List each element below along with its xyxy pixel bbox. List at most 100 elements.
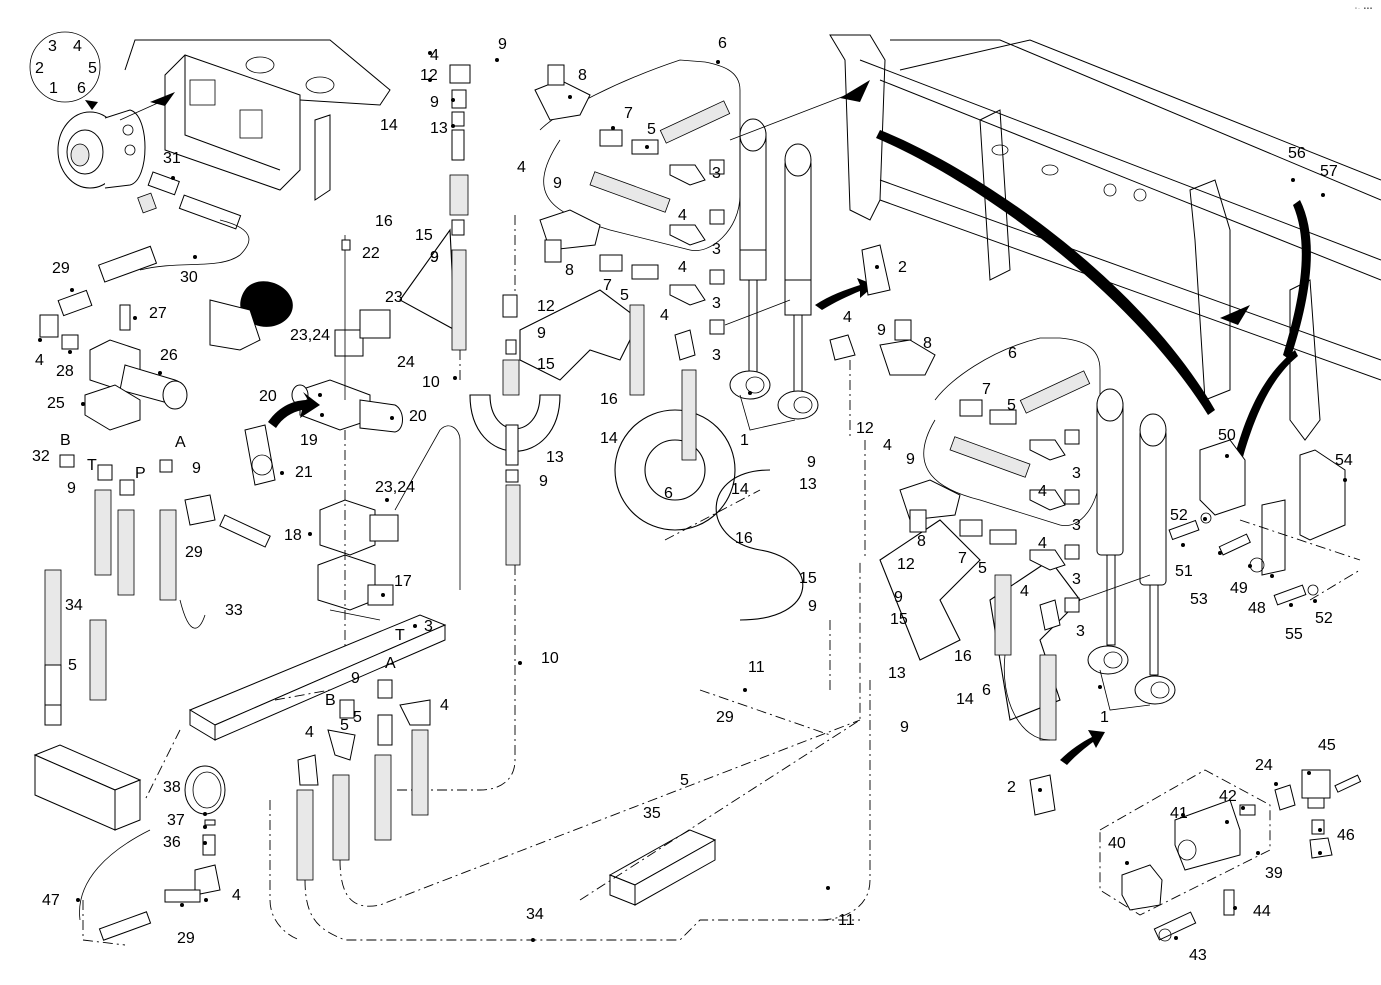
callout-3: 3 [712,165,721,182]
callout-47: 47 [42,892,60,909]
callout-56: 56 [1288,145,1306,162]
callout-18: 18 [284,527,302,544]
callout-5: 5 [647,121,656,138]
svg-text:3: 3 [48,38,57,55]
callout-16: 16 [954,648,972,665]
rotary-coupling [57,109,146,189]
callout-4: 4 [517,159,526,176]
callout-3: 3 [1072,465,1081,482]
callout-53: 53 [1190,591,1208,608]
callout-23-24: 23,24 [290,327,330,344]
callout-25: 25 [47,395,65,412]
callout-50: 50 [1218,427,1236,444]
callout-20: 20 [409,408,427,425]
callout-2: 2 [1007,779,1016,796]
valve-stack [244,235,403,650]
callout-5: 5 [978,560,987,577]
watermark-outline [399,228,1081,721]
port-letter-t: T [395,627,405,644]
callout-33: 33 [225,602,243,619]
callout-5: 5 [1007,397,1016,414]
callout-5: 5 [680,772,689,789]
callout-labels: 1 1 2 2 3 3 3 3 3 3 3 3 3 4 4 4 4 4 4 4 … [32,35,1355,964]
callout-28: 28 [56,363,74,380]
callout-9: 9 [877,322,886,339]
callout-48: 48 [1248,600,1266,617]
callout-15: 15 [415,227,433,244]
callout-44: 44 [1253,903,1271,920]
callout-9: 9 [430,249,439,266]
callout-8: 8 [578,67,587,84]
callout-4: 4 [660,307,669,324]
callout-9: 9 [894,589,903,606]
curved-arrow-icon [1283,200,1311,360]
callout-13: 13 [799,476,817,493]
callout-5: 5 [68,657,77,674]
callout-23: 23 [385,289,403,306]
callout-36: 36 [163,834,181,851]
callout-9: 9 [807,454,816,471]
callout-43: 43 [1189,947,1207,964]
callout-11: 11 [748,659,765,676]
callout-4: 4 [843,309,852,326]
callout-42: 42 [1219,788,1237,805]
callout-34: 34 [526,906,544,923]
callout-34: 34 [65,597,83,614]
callout-12: 12 [420,67,438,84]
pointer-arrow-icon [815,278,875,310]
hydraulic-cylinders-lower [815,244,1176,816]
callout-45: 45 [1318,737,1336,754]
callout-13: 13 [546,449,564,466]
callout-29: 29 [52,260,70,277]
callout-7: 7 [603,277,612,294]
hose-group-left [44,454,271,726]
callout-9: 9 [351,670,360,687]
callout-14: 14 [380,117,398,134]
pointer-arrow-icon [150,92,175,106]
limit-switch-assembly [1168,439,1361,606]
hose-group-bottom [82,679,861,946]
callout-39: 39 [1265,865,1283,882]
callout-9: 9 [900,719,909,736]
callout-9: 9 [498,36,507,53]
callout-17: 17 [394,573,412,590]
callout-3: 3 [712,347,721,364]
callout-4: 4 [1038,483,1047,500]
port-letter-t: T [87,457,97,474]
svg-text:2: 2 [35,60,44,77]
svg-text:5: 5 [88,60,97,77]
callout-4: 4 [305,724,314,741]
callout-12: 12 [897,556,915,573]
callout-7: 7 [982,381,991,398]
callout-16: 16 [600,391,618,408]
valve-block-26 [39,245,293,431]
callout-3: 3 [1072,571,1081,588]
pointer-arrow-icon [268,392,320,428]
svg-text:1: 1 [49,80,58,97]
callout-3: 3 [424,618,433,635]
callout-32: 32 [32,448,50,465]
callout-3: 3 [712,241,721,258]
pointer-arrow-icon [1220,305,1250,325]
leader-dots [38,51,1347,942]
hydraulic-set-upper [534,59,741,361]
fitting-31-hose-30 [137,171,250,271]
callout-4: 4 [232,887,241,904]
port-letter-a: A [385,655,396,672]
callout-16: 16 [375,213,393,230]
callout-15: 15 [537,356,555,373]
callout-9: 9 [539,473,548,490]
callout-19: 19 [300,432,318,449]
callout-23-24: 23,24 [375,479,415,496]
callout-40: 40 [1108,835,1126,852]
callout-9: 9 [537,325,546,342]
pressure-gauge-38 [79,765,226,941]
callout-11: 11 [838,912,855,929]
port-letter-p: P [135,465,146,482]
callout-52: 52 [1170,507,1188,524]
hydraulic-cylinders-upper [729,118,819,431]
hose-column-center [395,64,697,791]
hydraulic-set-lower [829,319,1101,741]
svg-text:4: 4 [73,38,82,55]
callout-9: 9 [553,175,562,192]
